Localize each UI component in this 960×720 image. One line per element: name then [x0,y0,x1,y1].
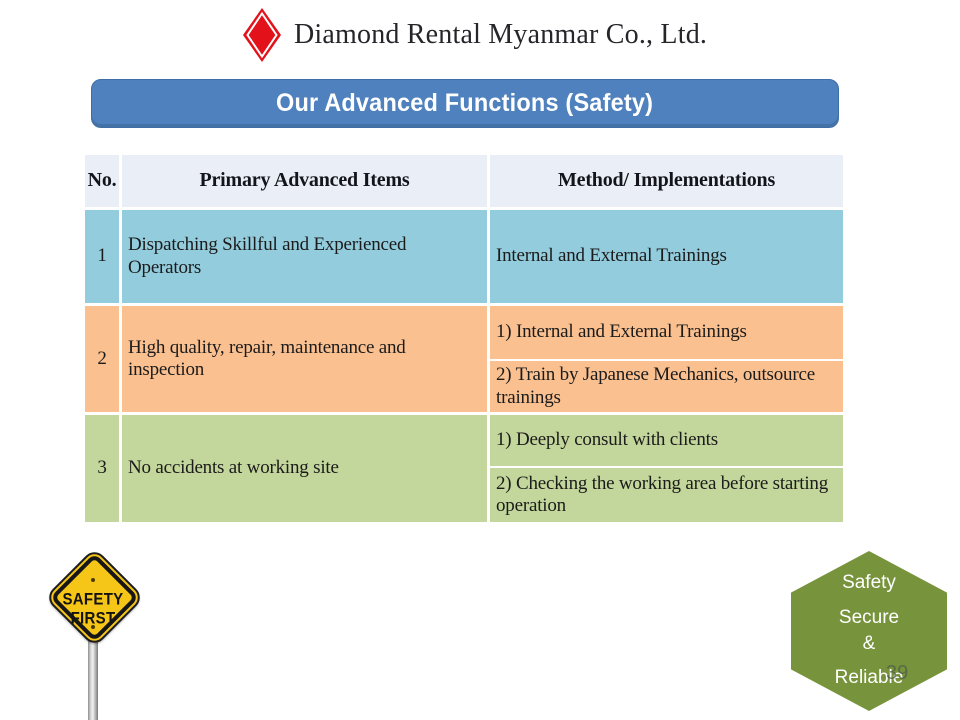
sign-pole [88,632,98,720]
company-header: Diamond Rental Myanmar Co., Ltd. [242,6,707,64]
sign-rivet-bottom [91,625,95,629]
table-header-methods: Method/ Implementations [490,155,843,207]
row1-method: Internal and External Trainings [490,210,843,303]
row3-methods: 1) Deeply consult with clients 2) Checki… [490,415,843,522]
table-header-no: No. [85,155,119,207]
safety-first-sign: SAFETY FIRST [40,547,146,720]
row1-item: Dispatching Skillful and Experienced Ope… [122,210,487,303]
row3-item: No accidents at working site [122,415,487,522]
row2-method-1: 1) Internal and External Trainings [490,306,843,359]
badge-line-reliable: Reliable [834,667,904,688]
row2-number: 2 [85,306,119,412]
row2-item: High quality, repair, maintenance and in… [122,306,487,412]
safety-badge-text: Safety Secure & Reliable [786,546,952,716]
row2-methods: 1) Internal and External Trainings 2) Tr… [490,306,843,412]
safety-badge: Safety Secure & Reliable [786,546,952,716]
slide-title: Our Advanced Functions (Safety) [276,89,654,117]
row3-method-1: 1) Deeply consult with clients [490,415,843,466]
sign-text: SAFETY FIRST [40,556,146,662]
row1-number: 1 [85,210,119,303]
slide-number: 39 [886,662,909,684]
sign-line1: SAFETY [62,590,124,610]
badge-line-secure: Secure [838,607,900,628]
row3-method-2: 2) Checking the working area before star… [490,468,843,522]
badge-line-safety: Safety [842,572,896,593]
diamond-logo-icon [243,8,281,62]
sign-line2: FIRST [70,608,116,628]
safety-table: No. Primary Advanced Items Method/ Imple… [85,155,843,522]
row3-number: 3 [85,415,119,522]
row2-method-2: 2) Train by Japanese Mechanics, outsourc… [490,361,843,412]
badge-line-amp: & [862,633,876,654]
sign-rivet-top [91,578,95,582]
company-name: Diamond Rental Myanmar Co., Ltd. [294,19,708,50]
table-header-items: Primary Advanced Items [122,155,487,207]
title-banner: Our Advanced Functions (Safety) [91,79,839,128]
